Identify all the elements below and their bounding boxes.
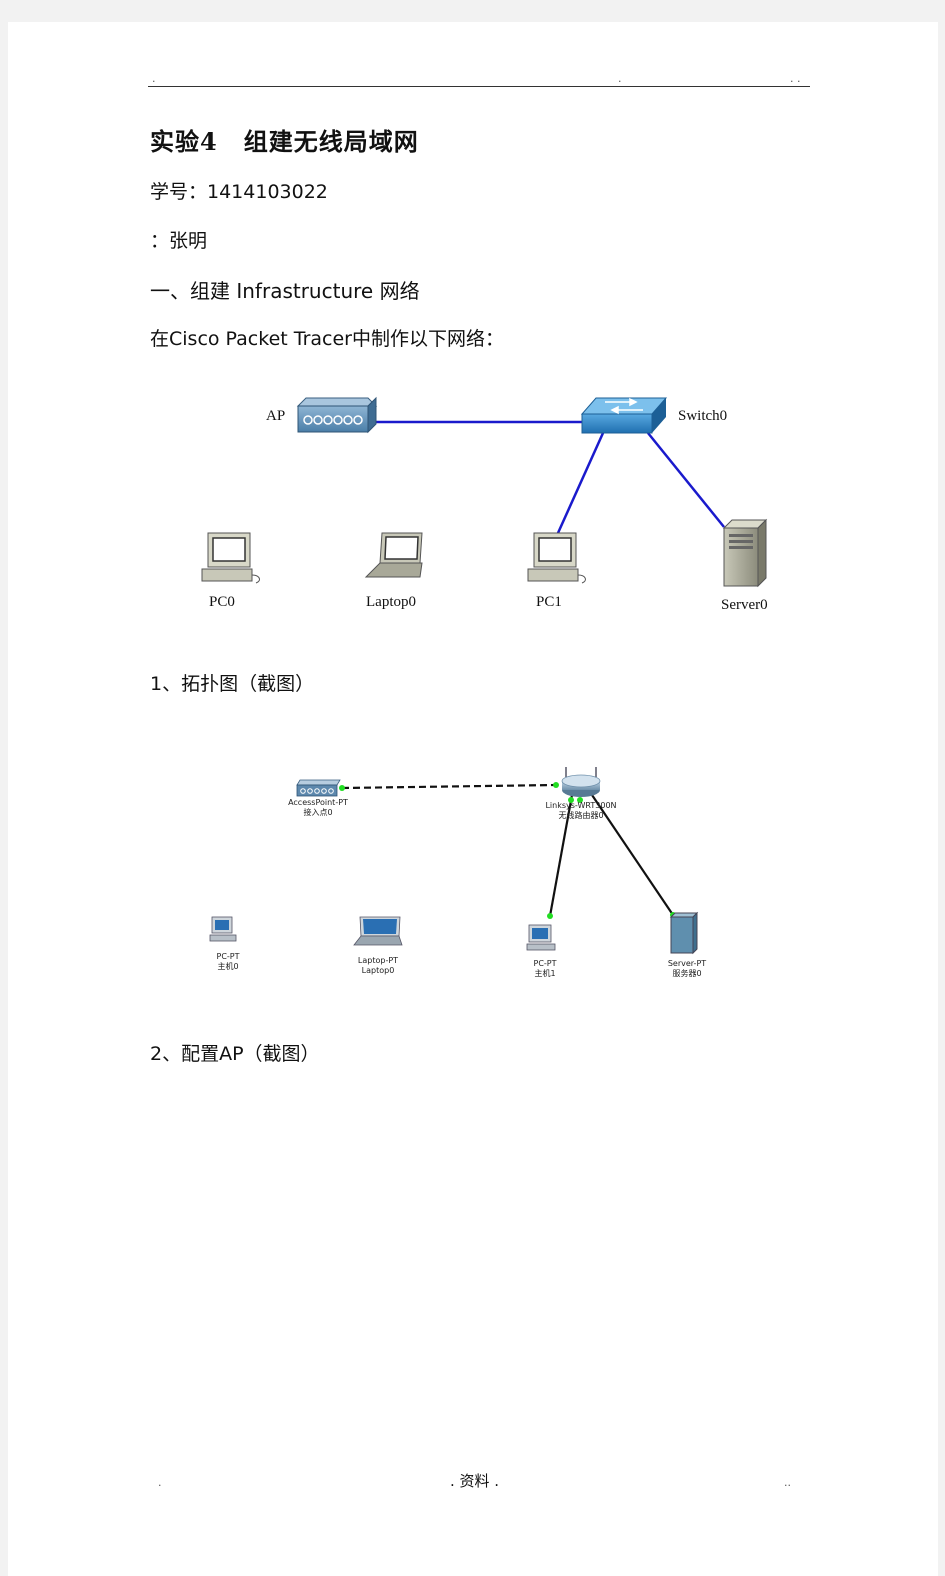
- step2-heading: 2、配置AP（截图）: [150, 1043, 320, 1065]
- laptop-label: Laptop0: [366, 594, 416, 610]
- footer-dot-left: .: [158, 1476, 162, 1489]
- pc1-label: PC1: [536, 594, 562, 610]
- pt-server-icon: [669, 911, 699, 955]
- pt-pc1-type: PC-PT: [533, 959, 557, 968]
- switch-label: Switch0: [678, 408, 728, 424]
- server-label: Server0: [721, 597, 768, 613]
- laptop-icon: [364, 532, 423, 578]
- student-id: 学号：1414103022: [150, 181, 328, 203]
- access-point-icon: [296, 396, 378, 434]
- pt-router-type: Linksys-WRT300N: [545, 801, 617, 810]
- pt-pc0-icon: [209, 916, 237, 942]
- document-page: [8, 22, 938, 1576]
- title-number: 实验4: [150, 127, 218, 156]
- header-dot-right: . .: [790, 72, 801, 85]
- network-diagram: [201, 396, 768, 588]
- header-dot-left: .: [152, 72, 156, 85]
- pt-router-name: 无线路由器0: [558, 811, 604, 820]
- pt-ap-name: 接入点0: [303, 808, 333, 817]
- title-text: 组建无线局域网: [243, 127, 419, 156]
- pt-ap-type: AccessPoint-PT: [288, 798, 348, 807]
- footer-dot-right: ..: [784, 1476, 791, 1489]
- pt-access-point-icon: [296, 779, 341, 797]
- switch-icon: [580, 397, 668, 434]
- link-switch-server: [647, 432, 725, 528]
- pt-pc1-name: 主机1: [534, 969, 556, 978]
- pc1-icon: [527, 532, 586, 584]
- pt-server-type: Server-PT: [667, 959, 707, 968]
- student-name: ：张明: [150, 230, 208, 252]
- section-heading: 一、组建 Infrastructure 网络: [150, 279, 420, 303]
- pt-pc1-icon: [526, 924, 556, 951]
- pt-laptop-name: Laptop0: [361, 966, 395, 975]
- server-icon: [722, 518, 768, 588]
- link-switch-pc1: [556, 432, 605, 534]
- header-dot-mid: .: [618, 72, 622, 85]
- pt-link-router-server: [591, 794, 674, 916]
- step1-heading: 1、拓扑图（截图）: [150, 673, 315, 695]
- pc0-icon: [201, 532, 260, 584]
- pc0-label: PC0: [209, 594, 235, 610]
- pt-laptop-type: Laptop-PT: [357, 956, 399, 965]
- doc-title: 实验4 组建无线局域网: [150, 122, 419, 157]
- pt-laptop-icon: [353, 916, 403, 946]
- pt-pc0-name: 主机0: [217, 962, 239, 971]
- instruction-text: 在Cisco Packet Tracer中制作以下网络：: [150, 328, 504, 350]
- footer-text: . 资料 .: [450, 1472, 500, 1490]
- pt-wireless-router-icon: [561, 767, 601, 797]
- header-rule: [148, 86, 810, 87]
- pt-server-name: 服务器0: [672, 969, 702, 978]
- topology-screenshot: [209, 767, 699, 955]
- pt-link-ap-router: [341, 783, 557, 790]
- pt-link-router-pc1: [548, 794, 574, 917]
- pt-pc0-type: PC-PT: [216, 952, 240, 961]
- ap-label: AP: [266, 408, 286, 424]
